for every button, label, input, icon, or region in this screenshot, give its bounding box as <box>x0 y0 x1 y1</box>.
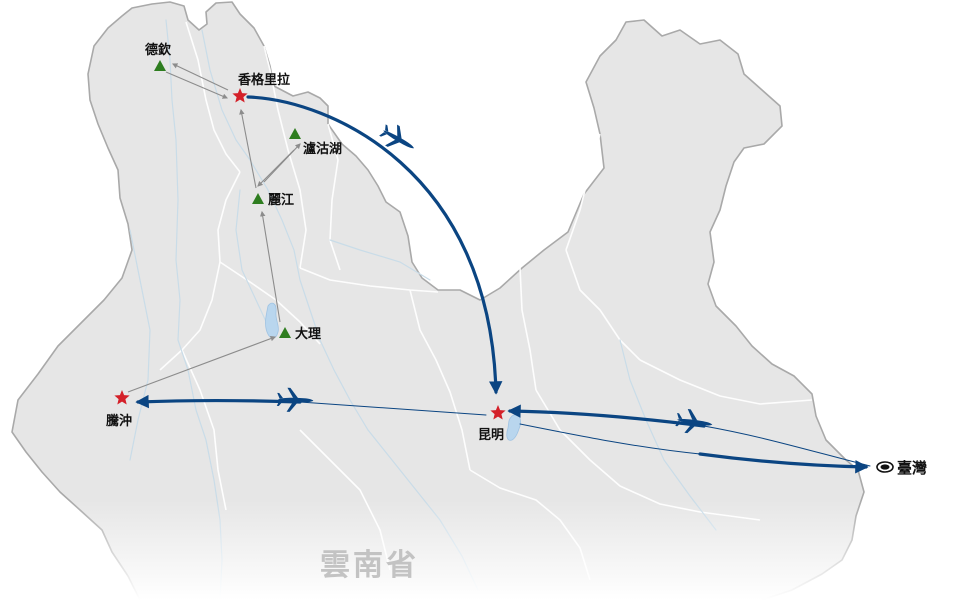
marker-kunming <box>490 405 506 420</box>
flight-kunming-tengchong-thin <box>299 401 487 416</box>
flight-kunming-taiwan <box>698 452 869 474</box>
place-labels: 德欽 香格里拉 瀘沽湖 麗江 大理 騰沖 昆明 臺灣 <box>106 42 927 477</box>
marker-lijiang <box>252 193 264 204</box>
flight-taiwan-kunming-thin <box>703 425 871 467</box>
road-tengchong-dali <box>127 335 277 393</box>
marker-deqin <box>154 60 166 71</box>
road-lijiang-shangrila <box>239 108 257 189</box>
label-tengchong: 騰沖 <box>106 413 132 429</box>
road-deqin-shangrila <box>165 71 229 99</box>
label-deqin: 德欽 <box>145 42 172 58</box>
label-dali: 大理 <box>295 326 321 342</box>
province-label: 雲南省 <box>320 548 419 583</box>
road-dali-lijiang <box>259 210 281 323</box>
green-triangle-icon <box>154 60 301 338</box>
erhai-lake <box>265 302 279 339</box>
flight-taiwan-kunming <box>507 404 706 428</box>
marker-tengchong <box>114 390 130 405</box>
target-icon <box>876 461 894 473</box>
label-lijiang: 麗江 <box>268 192 294 208</box>
rivers <box>129 19 717 600</box>
red-star-icon <box>114 88 506 420</box>
marker-dali <box>279 327 291 338</box>
flight-kunming-taiwan-thin <box>519 423 701 455</box>
bottom-fade <box>0 500 960 600</box>
road-routes <box>127 63 301 393</box>
label-kunming: 昆明 <box>478 427 504 443</box>
flight-shangrila-kunming <box>246 95 503 395</box>
marker-lugu <box>289 128 301 139</box>
road-shangrila-deqin <box>172 63 229 91</box>
marker-shangrila <box>232 88 248 103</box>
label-lugu: 瀘沽湖 <box>303 141 342 157</box>
dianchi-lake <box>506 414 521 441</box>
label-shangrila: 香格里拉 <box>237 72 290 88</box>
label-taiwan: 臺灣 <box>897 459 927 477</box>
road-lugu-lijiang <box>257 149 295 187</box>
flight-kunming-tengchong <box>135 394 302 409</box>
